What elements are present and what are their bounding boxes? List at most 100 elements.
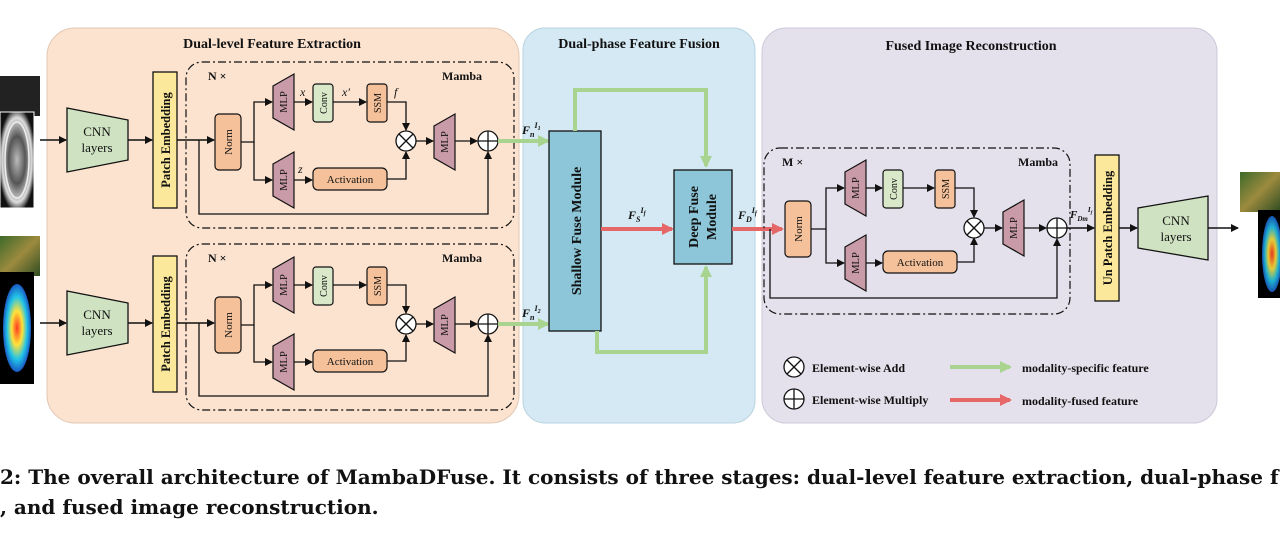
mlp-x-label-3: MLP [851, 177, 862, 199]
mamba-label-2: Mamba [442, 251, 482, 265]
cnn-label-2b: layers [81, 323, 112, 338]
norm-label-1: Norm [223, 129, 235, 155]
deep-fuse-label-a: Deep Fuse [687, 186, 702, 248]
activation-label-3: Activation [897, 257, 944, 269]
mlp-z-2 [272, 332, 295, 392]
ssm-label-1: SSM [373, 93, 384, 113]
conv-label-3: Conv [889, 178, 900, 200]
feature-f-s: FSIf [627, 206, 647, 224]
mlp-x-label-1: MLP [279, 91, 290, 113]
input-image-pet [0, 236, 40, 384]
mlp-x-1 [272, 72, 295, 132]
feature-f-d: FDIf [737, 206, 758, 224]
cnn-layers-1 [66, 107, 129, 173]
norm-label-3: Norm [793, 216, 805, 242]
add-op-3 [1046, 217, 1068, 239]
ssm-1 [366, 83, 388, 123]
mamba-block-2 [185, 243, 515, 411]
mlp-x-3 [844, 158, 867, 218]
conv-1 [312, 83, 334, 123]
cnn-label-2a: CNN [83, 307, 111, 322]
cnn-label-1a: CNN [83, 124, 111, 139]
patch-embedding-label-2: Patch Embedding [159, 276, 173, 372]
x-prime-label-1: x′ [341, 85, 350, 99]
ssm-label-3: SSM [941, 179, 952, 199]
mlp-x-label-2: MLP [279, 274, 290, 296]
patch-embedding-label-1: Patch Embedding [159, 92, 173, 188]
patch-embedding-2 [152, 255, 178, 393]
multiply-op-3 [963, 217, 985, 239]
fusion-title: Dual-phase Feature Fusion [558, 37, 720, 52]
cnn-label-1b: layers [81, 140, 112, 155]
n-repeat-1: N × [208, 69, 227, 83]
mlp-z-label-3: MLP [851, 252, 862, 274]
legend-fused-label: modality-fused feature [1022, 394, 1139, 408]
figure-caption: 2: The overall architecture of MambaDFus… [0, 462, 1280, 522]
output-fused-image [1240, 172, 1280, 298]
mamba-block-3 [763, 147, 1071, 315]
cnn-label-3b: layers [1160, 229, 1191, 244]
ssm-3 [934, 169, 956, 209]
shallow-fuse-module [548, 130, 602, 332]
deep-fuse-label-b: Module [705, 194, 720, 240]
ssm-2 [366, 266, 388, 306]
multiply-op-2 [395, 313, 417, 335]
svg-text:FnI2: FnI2 [521, 304, 541, 322]
cnn-layers-3 [1137, 195, 1209, 261]
reconstruction-stage [761, 27, 1218, 424]
mlp-z-3 [844, 233, 867, 293]
mamba-label-1: Mamba [442, 69, 482, 83]
shallow-fuse-label: Shallow Fuse Module [570, 167, 585, 295]
mlp-z-label-1: MLP [279, 169, 290, 191]
legend-multiply-icon [783, 356, 805, 378]
cnn-layers-2 [66, 290, 129, 356]
legend-add-icon [783, 388, 805, 410]
input-image-mri [0, 76, 40, 209]
caption-line-1: 2: The overall architecture of MambaDFus… [0, 465, 1279, 489]
feature-f-n-i2: FnI2 [521, 304, 541, 322]
mlp-out-1 [433, 112, 456, 172]
caption-line-2: , and fused image reconstruction. [0, 495, 379, 519]
legend-specific-label: modality-specific feature [1022, 361, 1149, 375]
deep-fuse-module [673, 169, 733, 265]
un-patch-embedding-label: Un Patch Embedding [1101, 170, 1115, 285]
multiply-op-1 [395, 130, 417, 152]
m-repeat: M × [782, 155, 803, 169]
extraction-title: Dual-level Feature Extraction [183, 37, 361, 52]
add-op-2 [477, 313, 499, 335]
feature-f-n-i1: FnI1 [521, 121, 541, 139]
n-repeat-2: N × [208, 251, 227, 265]
mlp-z-label-2: MLP [279, 351, 290, 373]
mamba-block-1 [185, 61, 515, 229]
mamba-label-3: Mamba [1018, 155, 1058, 169]
conv-label-2: Conv [319, 275, 330, 297]
f-label-1: f [394, 85, 399, 99]
activation-label-2: Activation [327, 356, 374, 368]
un-patch-embedding [1094, 154, 1120, 302]
mlp-out-3 [1002, 198, 1025, 258]
conv-2 [312, 266, 334, 306]
cnn-label-3a: CNN [1162, 213, 1190, 228]
mlp-z-1 [272, 150, 295, 210]
z-label-1: z [297, 162, 303, 176]
mlp-out-label-2: MLP [440, 314, 451, 336]
mlp-out-label-3: MLP [1009, 217, 1020, 239]
add-op-1 [477, 130, 499, 152]
legend-add-label: Element-wise Add [812, 361, 905, 375]
feature-f-dm: FDmIf [1069, 206, 1094, 223]
svg-text:FDmIf: FDmIf [1069, 206, 1094, 223]
conv-3 [882, 169, 904, 209]
svg-text:FSIf: FSIf [627, 206, 647, 224]
mlp-out-2 [433, 295, 456, 355]
mlp-x-2 [272, 255, 295, 315]
architecture-diagram: Dual-level Feature Extraction Dual-phase… [0, 27, 1280, 424]
legend-multiply-label: Element-wise Multiply [812, 393, 928, 407]
activation-label-1: Activation [327, 174, 374, 186]
svg-text:FnI1: FnI1 [521, 121, 541, 139]
conv-label-1: Conv [319, 92, 330, 114]
legend: Element-wise Add Element-wise Multiply m… [783, 356, 1149, 410]
reconstruction-title: Fused Image Reconstruction [885, 39, 1056, 54]
norm-label-2: Norm [223, 312, 235, 338]
ssm-label-2: SSM [373, 276, 384, 296]
x-label-1: x [299, 85, 306, 99]
